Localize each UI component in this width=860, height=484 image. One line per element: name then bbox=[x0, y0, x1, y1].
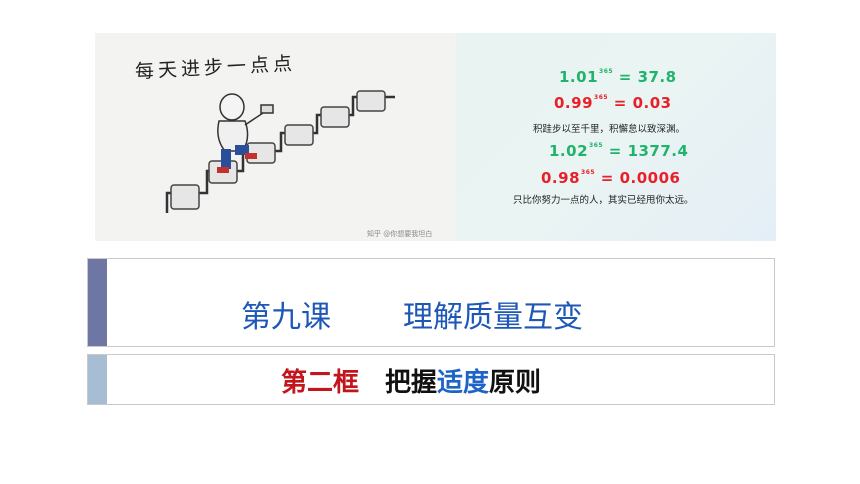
lesson-number: 第九课 bbox=[241, 300, 331, 335]
lesson-title: 第九课 理解质量互变 bbox=[241, 292, 583, 336]
subtitle-accent-bar bbox=[88, 355, 107, 404]
equation-4: 0.98365 = 0.0006 bbox=[541, 169, 681, 187]
hero-banner: 每天进步一点点 知乎 @你想要我坦白 1.01365 = 37.8 0.9936… bbox=[95, 33, 776, 241]
watermark: 知乎 @你想要我坦白 bbox=[367, 230, 433, 238]
proverb-2: 只比你努力一点的人，其实已经甩你太远。 bbox=[513, 195, 694, 206]
section-part-c: 原则 bbox=[489, 368, 542, 398]
lesson-title-box: 第九课 理解质量互变 bbox=[87, 258, 775, 347]
stairs-drawing bbox=[165, 90, 395, 213]
section-part-b: 适度 bbox=[437, 368, 490, 398]
proverb-1: 积跬步以至千里，积懈怠以致深渊。 bbox=[533, 124, 686, 135]
section-part-a: 把握 bbox=[385, 368, 438, 398]
frame-number: 第二框 bbox=[281, 368, 360, 398]
lesson-topic: 理解质量互变 bbox=[403, 300, 583, 335]
section-title-box: 第二框把握适度原则 bbox=[87, 354, 775, 405]
equation-3: 1.02365 = 1377.4 bbox=[549, 142, 689, 160]
stairs-illustration: 每天进步一点点 知乎 @你想要我坦白 bbox=[95, 33, 456, 241]
equation-1: 1.01365 = 37.8 bbox=[559, 68, 677, 86]
section-title: 第二框把握适度原则 bbox=[281, 362, 541, 399]
title-accent-bar bbox=[88, 259, 107, 346]
math-panel: 1.01365 = 37.8 0.99365 = 0.03 积跬步以至千里，积懈… bbox=[456, 33, 776, 241]
equation-2: 0.99365 = 0.03 bbox=[554, 94, 672, 112]
